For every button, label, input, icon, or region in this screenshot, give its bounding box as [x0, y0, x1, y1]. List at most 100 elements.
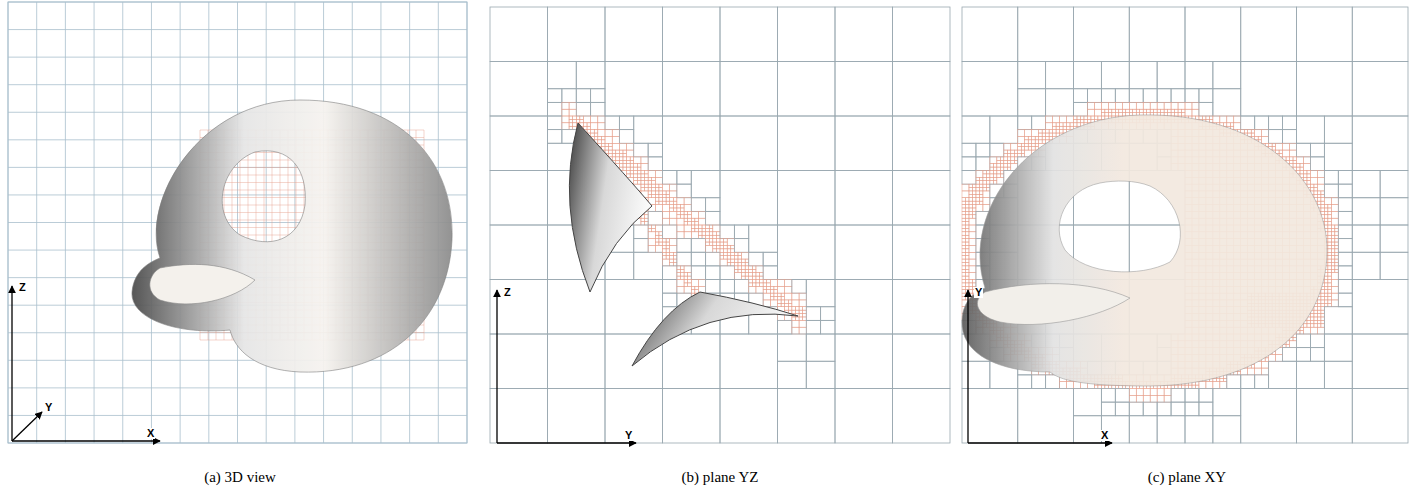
mesh-cell	[666, 191, 670, 194]
mesh-cell	[990, 174, 993, 177]
mesh-cell	[969, 239, 976, 246]
mesh-cell	[490, 334, 548, 389]
mesh-cell	[1053, 116, 1060, 123]
mesh-cell	[1185, 402, 1199, 416]
mesh-cell	[1018, 389, 1074, 444]
mesh-cell	[1175, 109, 1178, 112]
mesh-cell	[1018, 143, 1021, 146]
mesh-cell	[1053, 126, 1056, 129]
mesh-cell	[1178, 102, 1185, 109]
mesh-cell	[1021, 150, 1024, 153]
mesh-cell	[663, 252, 667, 255]
mesh-cell	[1192, 102, 1199, 109]
mesh-cell	[670, 208, 674, 211]
mesh-cell	[634, 167, 638, 170]
mesh-cell	[677, 208, 681, 211]
mesh-cell	[709, 225, 713, 228]
mesh-cell	[691, 228, 695, 231]
mesh-cell	[1042, 130, 1045, 133]
mesh-cell	[969, 191, 972, 194]
mesh-cell	[1164, 102, 1171, 109]
mesh-cell	[1119, 113, 1122, 116]
mesh-line	[8, 415, 467, 416]
mesh-cell	[962, 297, 965, 300]
mesh-cell	[1080, 119, 1083, 122]
mesh-cell	[1018, 147, 1021, 150]
mesh-cell	[1067, 123, 1070, 126]
mesh-cell	[627, 164, 631, 167]
mesh-cell	[1227, 375, 1241, 389]
mesh-cell	[648, 177, 652, 180]
mesh-cell	[706, 198, 720, 212]
mesh-frame	[8, 2, 467, 443]
mesh-cell	[598, 123, 605, 130]
mesh-cell	[1039, 133, 1042, 136]
mesh-cell	[1000, 160, 1003, 163]
mesh-cell	[962, 249, 965, 252]
mesh-cell	[1018, 130, 1025, 137]
mesh-cell	[962, 157, 976, 171]
mesh-cell	[972, 205, 975, 208]
mesh-cell	[1129, 389, 1136, 396]
mesh-cell	[569, 126, 573, 129]
mesh-cell	[655, 177, 662, 184]
mesh-cell	[962, 242, 965, 245]
mesh-cell	[1185, 416, 1213, 443]
mesh-cell	[742, 262, 746, 265]
mesh-cell	[1101, 62, 1129, 89]
mesh-cell	[792, 327, 799, 334]
mesh-cell	[745, 262, 749, 265]
mesh-cell	[706, 252, 720, 266]
mesh-cell	[799, 307, 803, 310]
mesh-cell	[580, 116, 584, 119]
mesh-cell	[767, 290, 771, 293]
mesh-cell	[1143, 102, 1150, 109]
mesh-cell	[893, 7, 951, 62]
mesh-cell	[623, 167, 627, 170]
mesh-cell	[663, 389, 721, 444]
mesh-cell	[1074, 382, 1081, 389]
mesh-cell	[752, 283, 756, 286]
mesh-cell	[997, 174, 1000, 177]
mesh-cell	[691, 252, 705, 266]
mesh-cell	[962, 232, 965, 235]
mesh-cell	[756, 280, 760, 283]
mesh-cell	[893, 116, 951, 171]
mesh-cell	[1185, 89, 1199, 103]
mesh-cell	[619, 150, 623, 153]
mesh-cell	[1014, 160, 1017, 163]
mesh-cell	[727, 245, 731, 248]
mesh-cell	[749, 276, 753, 279]
octree-mesh	[962, 7, 1408, 443]
mesh-cell	[1188, 385, 1191, 388]
mesh-cell	[663, 205, 670, 212]
mesh-cell	[1018, 150, 1021, 153]
mesh-cell	[652, 181, 656, 184]
mesh-cell	[1080, 116, 1083, 119]
mesh-cell	[684, 222, 688, 225]
mesh-cell	[591, 130, 595, 133]
mesh-line	[266, 2, 267, 443]
mesh-cell	[659, 188, 663, 191]
mesh-cell	[601, 140, 605, 143]
mesh-cell	[691, 222, 695, 225]
mesh-cell	[652, 194, 656, 197]
mesh-cell	[965, 239, 968, 242]
mesh-cell	[749, 283, 753, 286]
mesh-cell	[648, 239, 655, 246]
mesh-cell	[803, 314, 807, 317]
mesh-cell	[1115, 89, 1129, 103]
mesh-cell	[993, 181, 996, 184]
mesh-cell	[688, 218, 692, 221]
mesh-cell	[1143, 89, 1157, 103]
mesh-cell	[1175, 113, 1178, 116]
mesh-cell	[663, 218, 670, 225]
mesh-cell	[684, 198, 691, 205]
mesh-cell	[663, 242, 667, 245]
mesh-cell	[648, 181, 652, 184]
mesh-cell	[752, 273, 756, 276]
mesh-cell	[965, 262, 968, 265]
mesh-cell	[637, 174, 641, 177]
mesh-cell	[713, 232, 717, 235]
